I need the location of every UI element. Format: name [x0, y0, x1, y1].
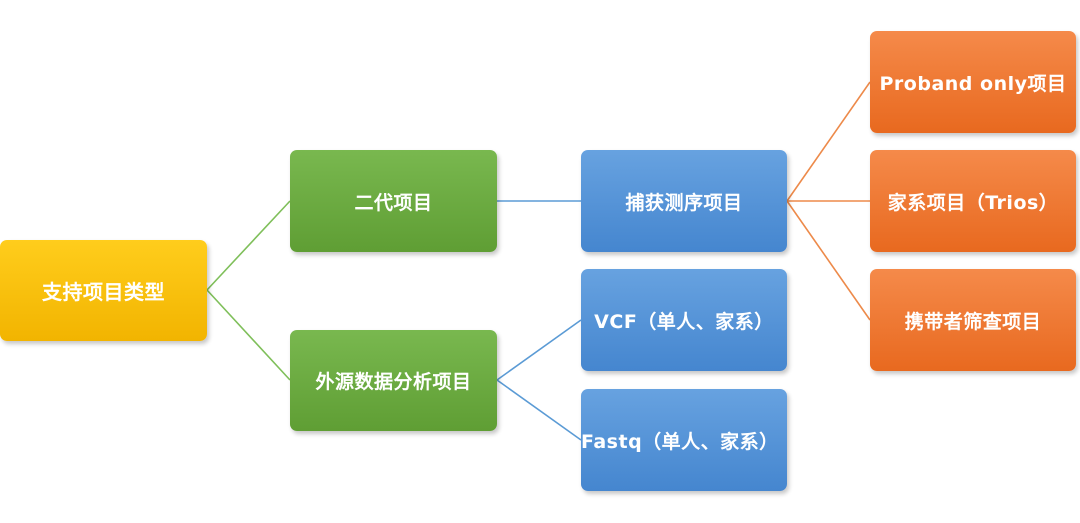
node-capture-sequencing-project: 捕获测序项目 [581, 150, 787, 252]
node-external-data-project: 外源数据分析项目 [290, 330, 497, 431]
connector-ext-fastq [496, 379, 582, 441]
connector-root-ext [206, 289, 291, 381]
node-carrier-screening-project: 携带者筛查项目 [870, 269, 1076, 371]
node-vcf: VCF（单人、家系） [581, 269, 787, 371]
connector-cap-carrier [786, 200, 871, 321]
node-ngs-project: 二代项目 [290, 150, 497, 252]
node-fastq: Fastq（单人、家系） [581, 389, 787, 491]
node-proband-only-project: Proband only项目 [870, 31, 1076, 133]
node-trios-project: 家系项目（Trios） [870, 150, 1076, 252]
root-node: 支持项目类型 [0, 240, 207, 341]
connector-ext-vcf [496, 319, 582, 381]
connector-cap-proband [786, 81, 871, 202]
connector-root-ngs [206, 200, 291, 291]
